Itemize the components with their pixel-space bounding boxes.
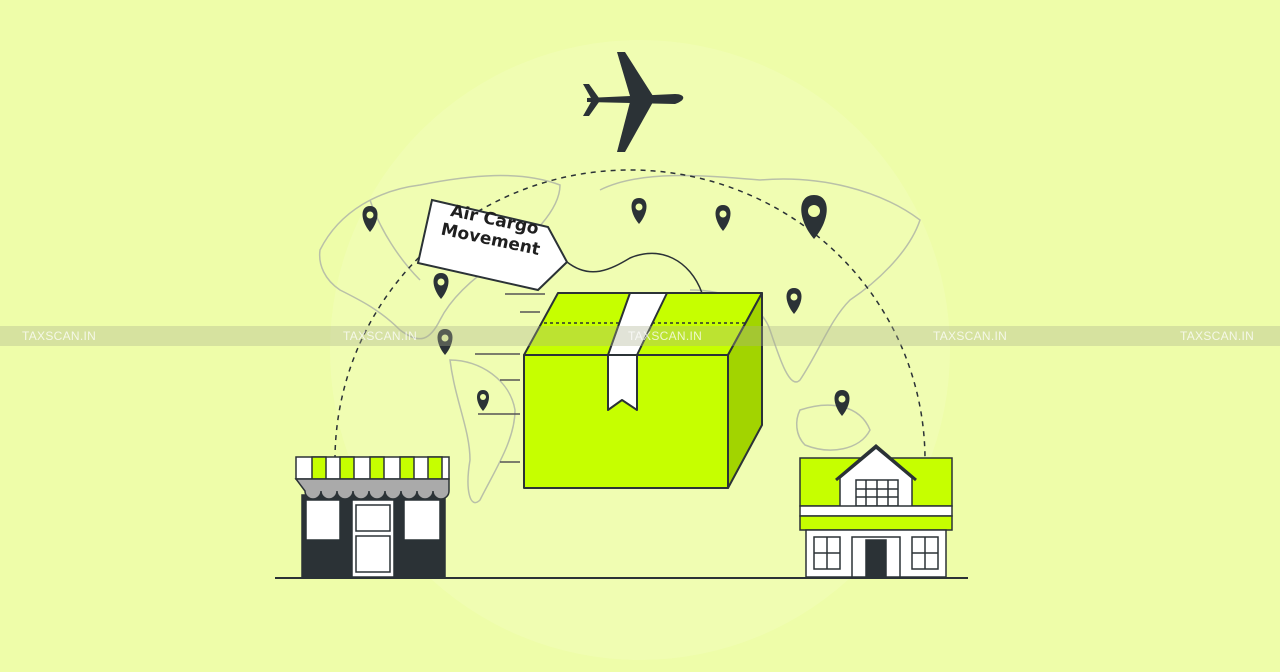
location-pin-icon xyxy=(433,273,449,299)
watermark: TAXSCAN.IN xyxy=(628,329,703,343)
watermark: TAXSCAN.IN xyxy=(22,329,97,343)
location-pins xyxy=(362,195,850,416)
package-box-icon xyxy=(523,292,763,489)
watermark-band xyxy=(0,326,1280,346)
location-pin-icon xyxy=(437,329,453,355)
watermark: TAXSCAN.IN xyxy=(933,329,1008,343)
airplane-icon xyxy=(583,52,684,152)
location-pin-icon xyxy=(715,205,731,231)
tag-string xyxy=(566,252,703,294)
location-pin-icon xyxy=(786,288,802,314)
location-pin-icon xyxy=(801,195,827,239)
storefront-icon xyxy=(294,456,450,578)
watermark: TAXSCAN.IN xyxy=(343,329,418,343)
location-pin-icon xyxy=(362,206,378,232)
flight-path-arc xyxy=(334,169,926,461)
house-icon xyxy=(799,444,953,578)
location-pin-icon xyxy=(834,390,850,416)
watermark: TAXSCAN.IN xyxy=(1180,329,1255,343)
location-pin-icon xyxy=(631,198,647,224)
label-tag xyxy=(416,198,569,292)
motion-lines xyxy=(475,293,545,463)
location-pin-icon xyxy=(477,390,489,411)
